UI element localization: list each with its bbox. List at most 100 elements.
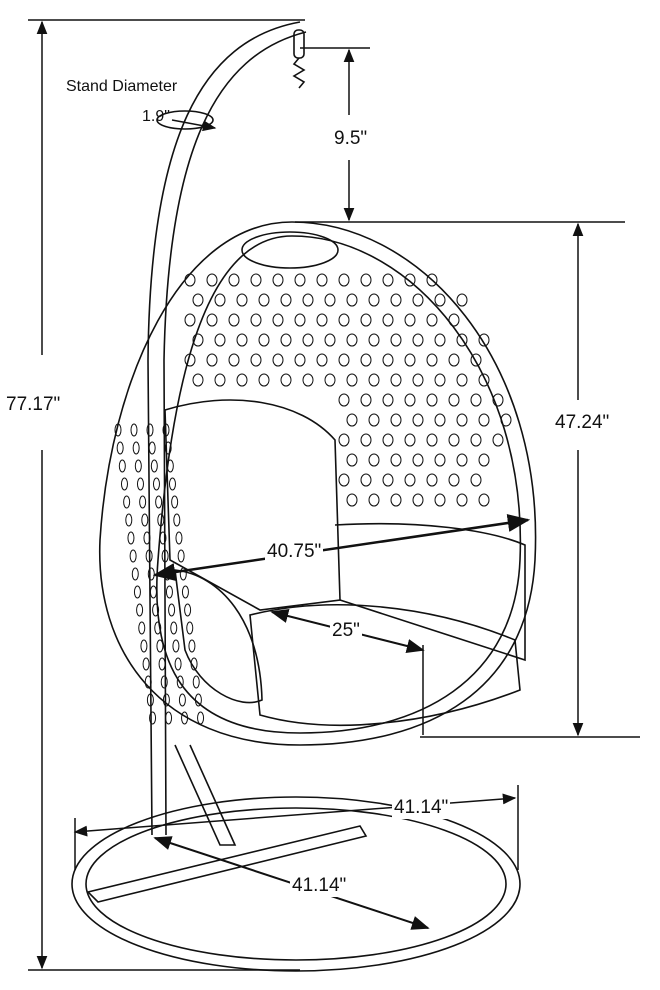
weave-hole [456, 453, 468, 467]
weave-hole [192, 293, 204, 307]
stand-pole [147, 21, 307, 836]
stand-diameter-value: 1.9" [142, 108, 170, 125]
weave-hole [434, 453, 446, 467]
weave-hole [258, 333, 270, 347]
weave-hole [214, 333, 226, 347]
weave-hole [158, 657, 166, 671]
weave-hole [448, 353, 460, 367]
weave-hole [150, 459, 158, 473]
weave-hole [162, 423, 170, 437]
weave-hole [138, 621, 146, 635]
weave-hole [164, 441, 172, 455]
weave-hole [412, 493, 424, 507]
weave-hole [132, 441, 140, 455]
weave-hole [148, 441, 156, 455]
weave-hole [129, 549, 137, 563]
weave-hole [258, 293, 270, 307]
weave-hole [500, 413, 512, 427]
weave-hole [382, 353, 394, 367]
weave-hole [346, 413, 358, 427]
weave-hole [360, 273, 372, 287]
weave-hole [390, 493, 402, 507]
weave-hole [168, 603, 176, 617]
weave-hole [145, 549, 153, 563]
weave-hole [404, 273, 416, 287]
weave-hole [154, 621, 162, 635]
weave-hole [228, 313, 240, 327]
weave-hole [492, 433, 504, 447]
weave-hole [146, 693, 154, 707]
weave-hole [184, 353, 196, 367]
weave-hole [168, 477, 176, 491]
weave-hole [412, 373, 424, 387]
weave-hole [448, 393, 460, 407]
weave-hole [162, 693, 170, 707]
weave-hole [316, 353, 328, 367]
weave-hole [390, 293, 402, 307]
chair-width-line [152, 514, 531, 581]
weave-hole [324, 333, 336, 347]
weave-hole [382, 313, 394, 327]
weave-hole [181, 585, 189, 599]
weave-hole [426, 313, 438, 327]
weave-hole [404, 433, 416, 447]
weave-hole [294, 273, 306, 287]
weave-hole [114, 423, 122, 437]
diameter-indicator [156, 110, 214, 130]
weave-hole [368, 373, 380, 387]
weave-hole [338, 393, 350, 407]
chair-height-label: 47.24" [553, 412, 612, 434]
weave-hole [404, 313, 416, 327]
base-width-label: 41.14" [392, 797, 451, 819]
weave-hole [173, 513, 181, 527]
weave-hole [390, 373, 402, 387]
weave-hole [165, 585, 173, 599]
weave-hole [294, 353, 306, 367]
weave-hole [206, 273, 218, 287]
weave-hole [456, 373, 468, 387]
weave-hole [176, 675, 184, 689]
weave-hole [426, 353, 438, 367]
stand-support [174, 744, 237, 846]
weave-hole [404, 473, 416, 487]
weave-hole [188, 639, 196, 653]
weave-hole [324, 293, 336, 307]
weave-hole [127, 531, 135, 545]
weave-hole [478, 453, 490, 467]
chain [292, 29, 306, 89]
weave-hole [434, 413, 446, 427]
weave-hole [131, 567, 139, 581]
weave-hole [181, 711, 189, 725]
weave-hole [390, 333, 402, 347]
weave-hole [149, 585, 157, 599]
weave-hole [142, 657, 150, 671]
weave-hole [346, 373, 358, 387]
weave-hole [338, 433, 350, 447]
weave-hole [346, 293, 358, 307]
weave-hole [448, 313, 460, 327]
egg-chair-shell [98, 221, 537, 746]
weave-hole [434, 373, 446, 387]
weave-hole [184, 273, 196, 287]
weave-hole [434, 293, 446, 307]
weave-hole [130, 423, 138, 437]
weave-hole [250, 313, 262, 327]
weave-hole [382, 273, 394, 287]
weave-hole [250, 353, 262, 367]
weave-hole [141, 513, 149, 527]
weave-hole [272, 353, 284, 367]
weave-hole [125, 513, 133, 527]
weave-hole [178, 693, 186, 707]
egg-top-ring [241, 231, 339, 269]
weave-hole [338, 273, 350, 287]
weave-hole [434, 493, 446, 507]
weave-hole [144, 675, 152, 689]
weave-hole [258, 373, 270, 387]
weave-hole [426, 393, 438, 407]
stand-diameter-arrow [171, 119, 217, 132]
weave-hole [316, 313, 328, 327]
egg-chair-shell-inner [156, 235, 522, 734]
weave-hole [404, 353, 416, 367]
weave-hole [412, 413, 424, 427]
weave-hole [456, 413, 468, 427]
